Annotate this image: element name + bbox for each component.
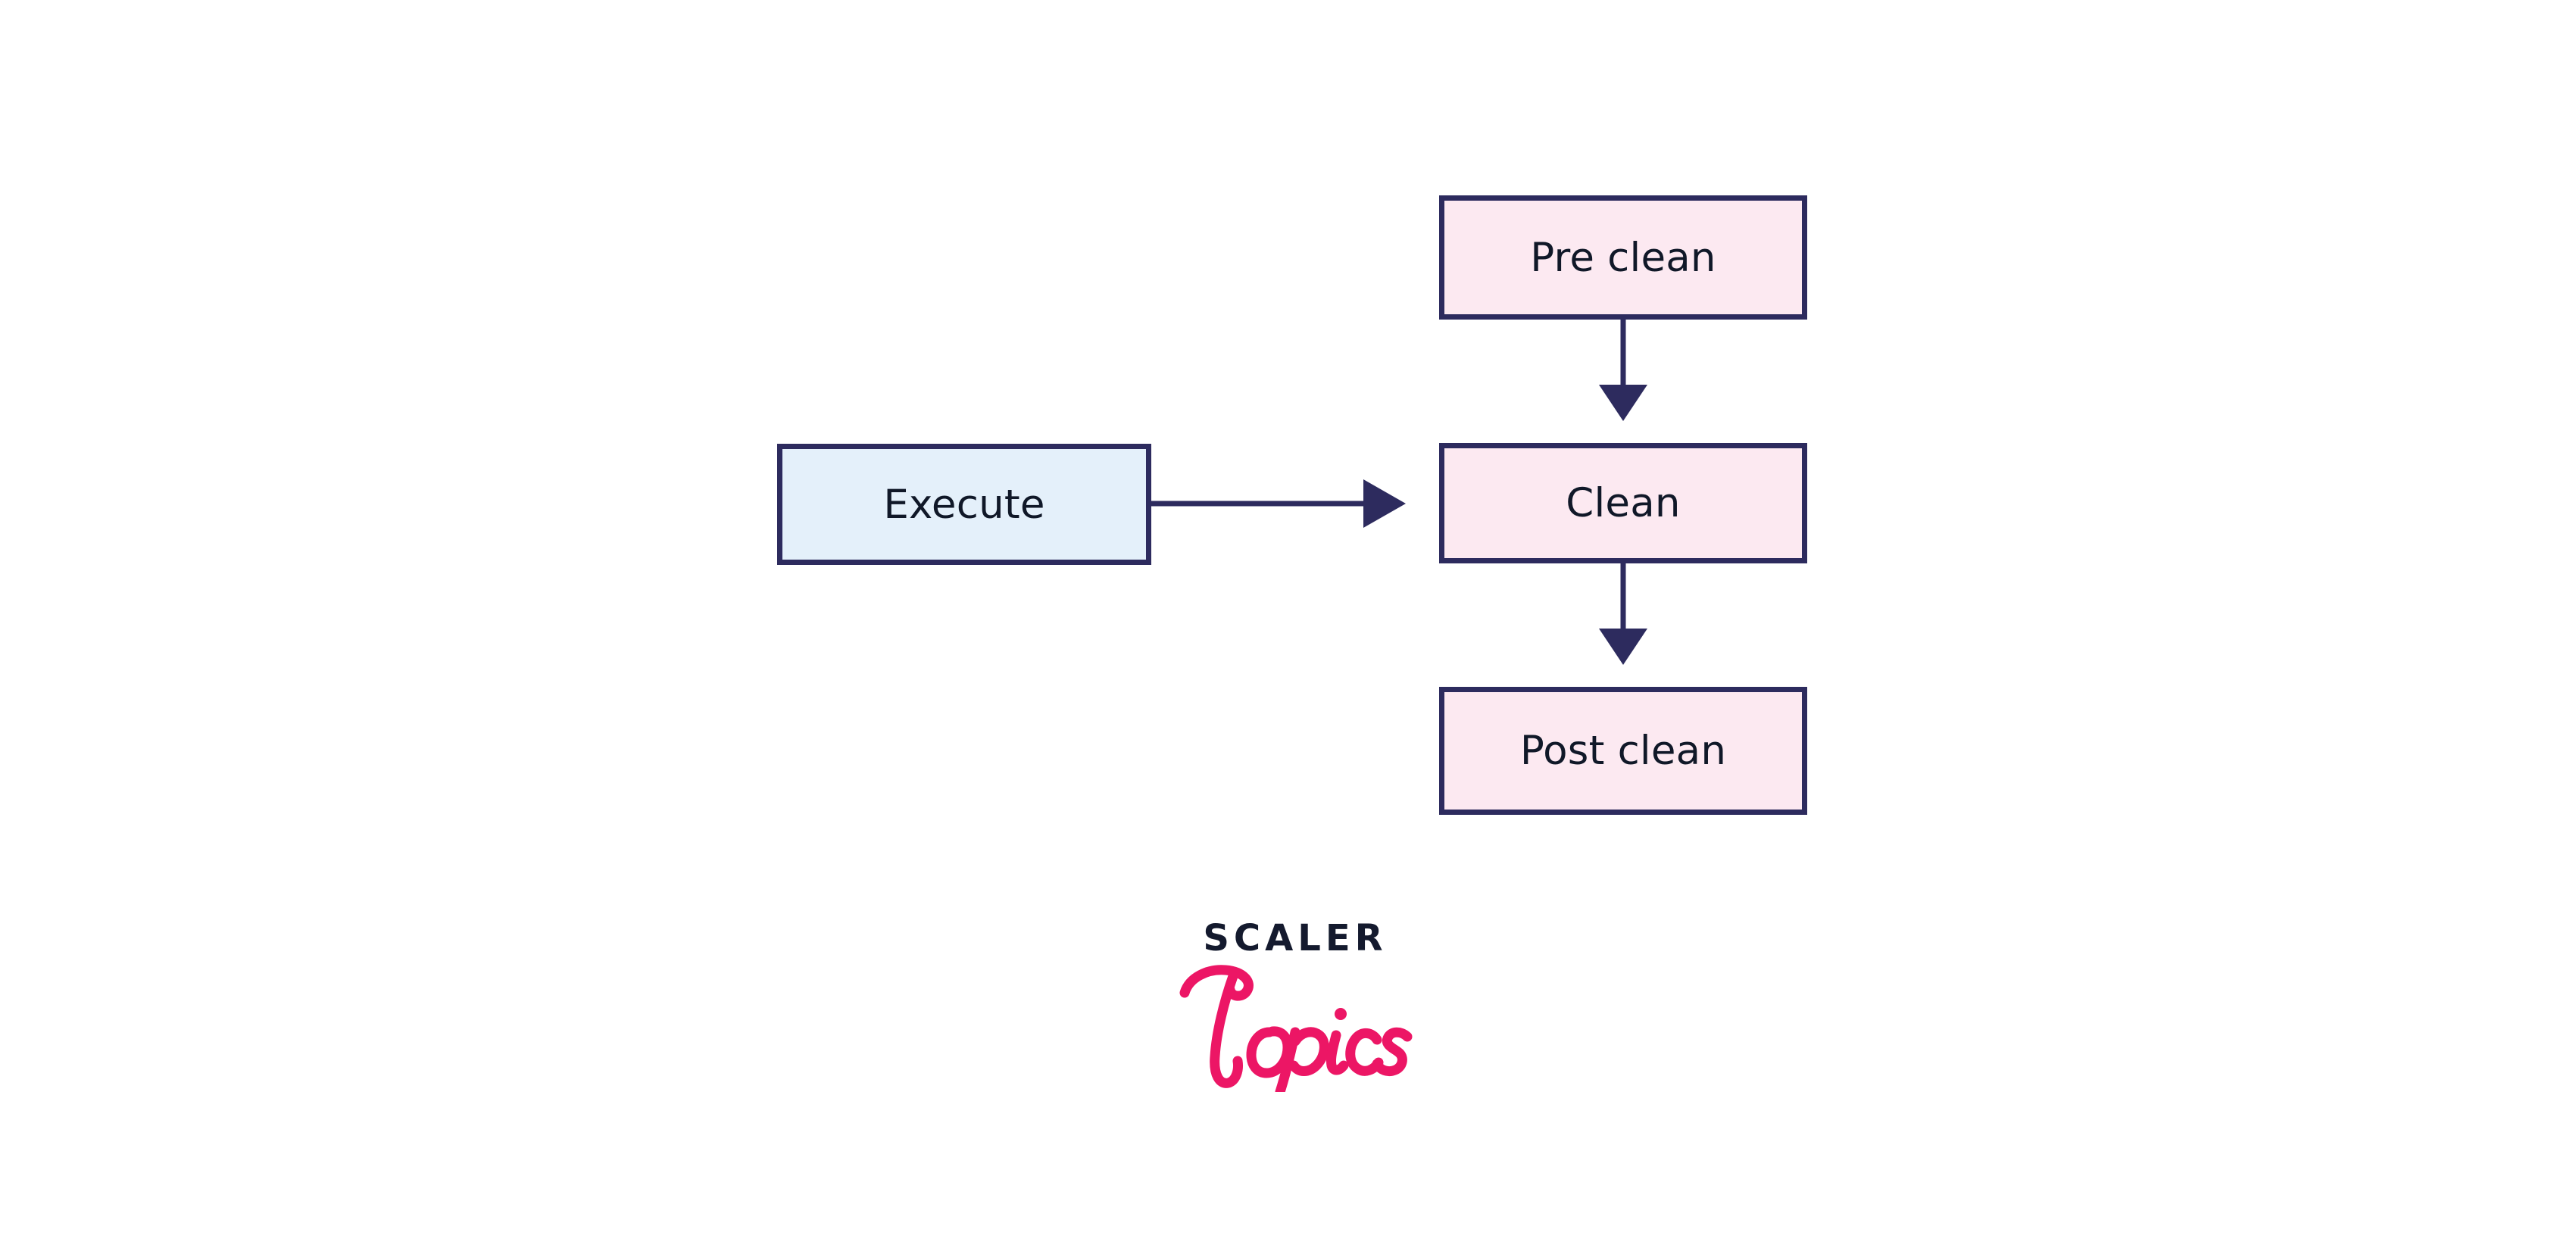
edge-pre-clean-to-clean (1599, 320, 1647, 421)
node-clean[interactable]: Clean (1439, 443, 1807, 563)
node-pre-clean[interactable]: Pre clean (1439, 195, 1807, 320)
logo-script-topics (1179, 965, 1413, 1092)
node-pre-clean-label: Pre clean (1530, 234, 1716, 281)
node-clean-label: Clean (1566, 480, 1681, 526)
edge-clean-to-post-clean (1599, 563, 1647, 665)
node-post-clean-label: Post clean (1519, 728, 1727, 774)
node-execute[interactable]: Execute (777, 444, 1151, 565)
scaler-topics-logo: SCALER (1121, 920, 1469, 1132)
node-execute-label: Execute (883, 481, 1045, 528)
edge-execute-to-clean (1151, 479, 1406, 528)
logo-wordmark: SCALER (1203, 917, 1388, 959)
node-post-clean[interactable]: Post clean (1439, 687, 1807, 815)
